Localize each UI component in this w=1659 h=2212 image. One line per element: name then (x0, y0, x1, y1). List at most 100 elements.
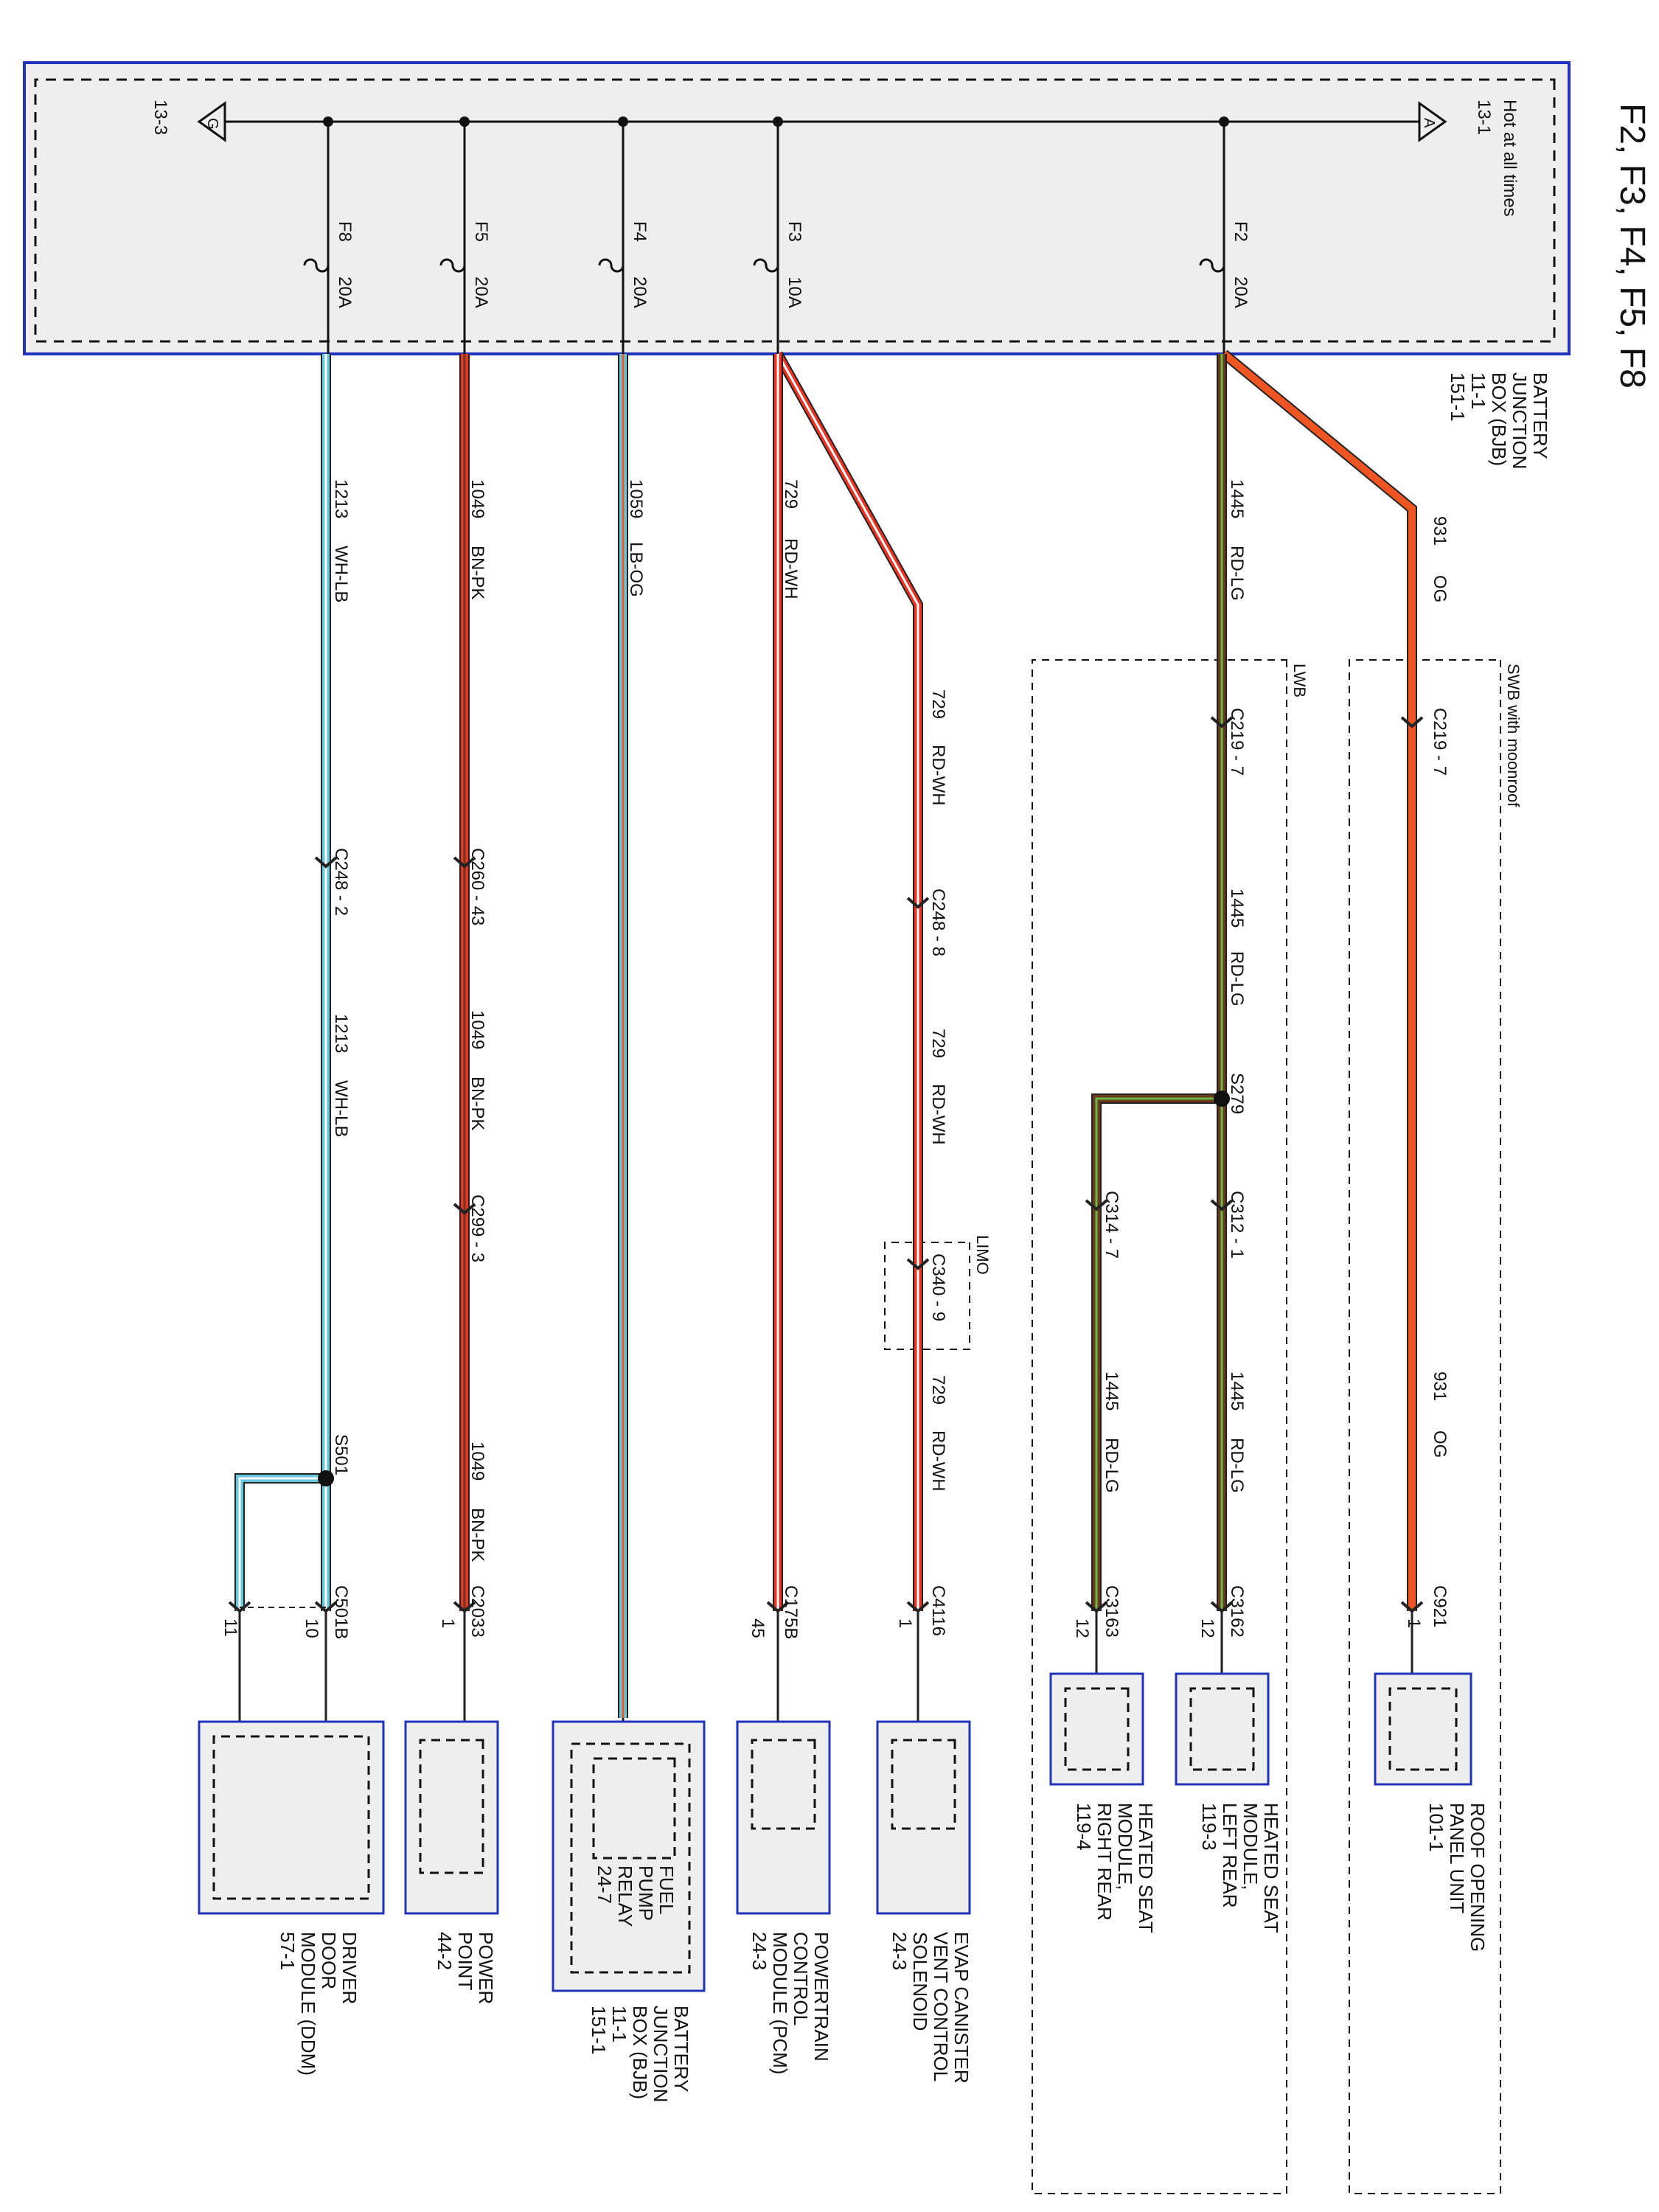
svg-text:POINT: POINT (454, 1932, 476, 1991)
conn-c175b: C175B (781, 1585, 801, 1639)
svg-text:57-1: 57-1 (276, 1932, 299, 1970)
conn-c501b: C501B (331, 1585, 351, 1639)
w729-label-2: 729 (928, 689, 948, 719)
limo-option-label: LIMO (973, 1235, 992, 1275)
svg-text:DRIVER: DRIVER (338, 1932, 361, 2004)
svg-text:POWERTRAIN: POWERTRAIN (810, 1932, 832, 2062)
splice-s501: S501 (331, 1434, 351, 1475)
wire-labels: 931 OG 931 OG 1445 RD-LG 1445 RD-LG 1445… (331, 479, 1450, 1562)
svg-text:119-4: 119-4 (1073, 1803, 1095, 1851)
chev-c299 (453, 1203, 476, 1215)
chev-c248-2 (314, 856, 338, 869)
svg-text:G: G (204, 118, 220, 130)
svg-text:JUNCTION: JUNCTION (650, 2006, 672, 2102)
conn-c312: C312 - 1 (1227, 1191, 1247, 1259)
wire-1213-branch (236, 1475, 326, 1611)
w1213-label-1: 1213 (331, 479, 351, 518)
w931-label-2: 931 (1430, 1371, 1450, 1401)
module-bjb-relay: FUEL PUMP RELAY 24-7 BATTERY JUNCTION BO… (552, 1720, 706, 2102)
svg-text:RIGHT REAR: RIGHT REAR (1093, 1803, 1116, 1921)
svg-text:BOX (BJB): BOX (BJB) (629, 2006, 651, 2099)
conn-c219-rdlg: C219 - 7 (1227, 708, 1247, 776)
chev-c314 (1085, 1199, 1108, 1211)
splice-s279: S279 (1227, 1073, 1247, 1114)
svg-text:CONTROL: CONTROL (790, 1932, 812, 2025)
wire-931-outline (1220, 349, 1417, 1611)
bjb-dashed-inner (34, 78, 1556, 343)
module-pcm: POWERTRAIN CONTROL MODULE (PCM) 24-3 (736, 1720, 832, 2075)
fuse-f8-name: F8 (335, 221, 355, 242)
chev-c312 (1210, 1199, 1234, 1211)
svg-text:1: 1 (1404, 1618, 1424, 1628)
fuse-f5-name: F5 (471, 221, 491, 242)
w1213-label-2c: WH-LB (331, 1080, 351, 1137)
w1445-label-2c: RD-LG (1227, 951, 1247, 1006)
svg-text:RELAY: RELAY (614, 1865, 636, 1927)
w1445-label-1: 1445 (1227, 479, 1247, 518)
limo-option-box (884, 1242, 970, 1350)
svg-text:11: 11 (220, 1618, 240, 1637)
w1213-label-2: 1213 (331, 1014, 351, 1053)
svg-text:24-7: 24-7 (594, 1865, 616, 1904)
w1445-label-3c: RD-LG (1227, 1438, 1247, 1493)
svg-text:24-3: 24-3 (748, 1932, 771, 1970)
fuse-f8: F8 20A (303, 116, 355, 308)
conn-c4116: C4116 (928, 1585, 948, 1636)
svg-text:MODULE,: MODULE, (1239, 1803, 1262, 1890)
svg-text:SOLENOID: SOLENOID (909, 1932, 931, 2031)
conn-c3163: C3163 (1102, 1585, 1121, 1638)
svg-text:1: 1 (895, 1618, 915, 1628)
wire-931 (1221, 351, 1416, 1611)
conn-c921: C921 (1430, 1585, 1450, 1627)
fuse-f3: F3 10A (753, 116, 804, 308)
svg-text:101-1: 101-1 (1425, 1803, 1447, 1852)
bjb-label: BATTERY JUNCTION BOX (BJB) 11-1 151-1 (1447, 372, 1551, 469)
w931-label-2c: OG (1430, 1430, 1450, 1458)
chev-c219-rdlg (1210, 716, 1234, 728)
fuse-f5-rating: 20A (471, 276, 491, 308)
svg-text:MODULE (PCM): MODULE (PCM) (769, 1932, 791, 2075)
w1213-label-1c: WH-LB (331, 546, 351, 602)
svg-text:JUNCTION: JUNCTION (1509, 372, 1531, 469)
w729-label-3c: RD-WH (928, 1084, 948, 1145)
fuse-f3-rating: 10A (785, 276, 804, 308)
conn-c219-og: C219 - 7 (1430, 708, 1450, 776)
svg-text:FUEL: FUEL (655, 1865, 678, 1914)
conn-c2033: C2033 (467, 1585, 487, 1638)
chev-c340 (906, 1258, 930, 1270)
w1049-label-3c: BN-PK (467, 1508, 487, 1562)
wire-1445-branch-stripe (1095, 1097, 1222, 1611)
svg-text:1: 1 (438, 1618, 458, 1628)
w1049-label-2c: BN-PK (467, 1077, 487, 1130)
w931-label-1: 931 (1430, 516, 1450, 546)
fuse-f4-rating: 20A (630, 276, 650, 308)
module-evap-canister: EVAP CANISTER VENT CONTROL SOLENOID 24-3 (876, 1720, 973, 2084)
fuse-f2-rating: 20A (1231, 276, 1251, 308)
svg-text:A: A (1421, 118, 1437, 128)
module-driver-door: DRIVER DOOR MODULE (DDM) 57-1 (198, 1720, 385, 2076)
module-heated-seat-right: HEATED SEAT MODULE, RIGHT REAR 119-4 (1049, 1672, 1157, 1933)
swb-option-label: SWB with moonroof (1504, 664, 1523, 807)
w729-label-1: 729 (781, 479, 801, 509)
svg-text:12: 12 (1072, 1618, 1092, 1638)
w1059-label-c: LB-OG (626, 542, 646, 597)
connector-labels: C219 - 7 C219 - 7 C248 - 8 C248 - 2 C260… (331, 708, 1450, 1639)
svg-text:BATTERY: BATTERY (670, 2006, 692, 2093)
wire-1213-branch-stripe (238, 1477, 326, 1611)
bjb-ref-top: 13-1 (1474, 100, 1494, 135)
svg-text:10: 10 (302, 1618, 321, 1638)
w729-label-1c: RD-WH (781, 538, 801, 599)
chev-c260 (453, 856, 476, 869)
bjb-ref-bottom: 13-3 (150, 100, 170, 135)
svg-text:BOX (BJB): BOX (BJB) (1488, 372, 1510, 466)
svg-text:HEATED SEAT: HEATED SEAT (1260, 1803, 1282, 1933)
fuse-f5: F5 20A (439, 116, 491, 308)
w1049-label-1c: BN-PK (467, 546, 487, 599)
conn-c299: C299 - 3 (467, 1194, 487, 1262)
svg-text:11-1: 11-1 (608, 2006, 630, 2042)
wires-layer (228, 349, 1424, 1762)
fuse-f2: F2 20A (1199, 116, 1305, 308)
w1059-label: 1059 (626, 479, 646, 518)
w1445-label-3: 1445 (1227, 1371, 1247, 1411)
